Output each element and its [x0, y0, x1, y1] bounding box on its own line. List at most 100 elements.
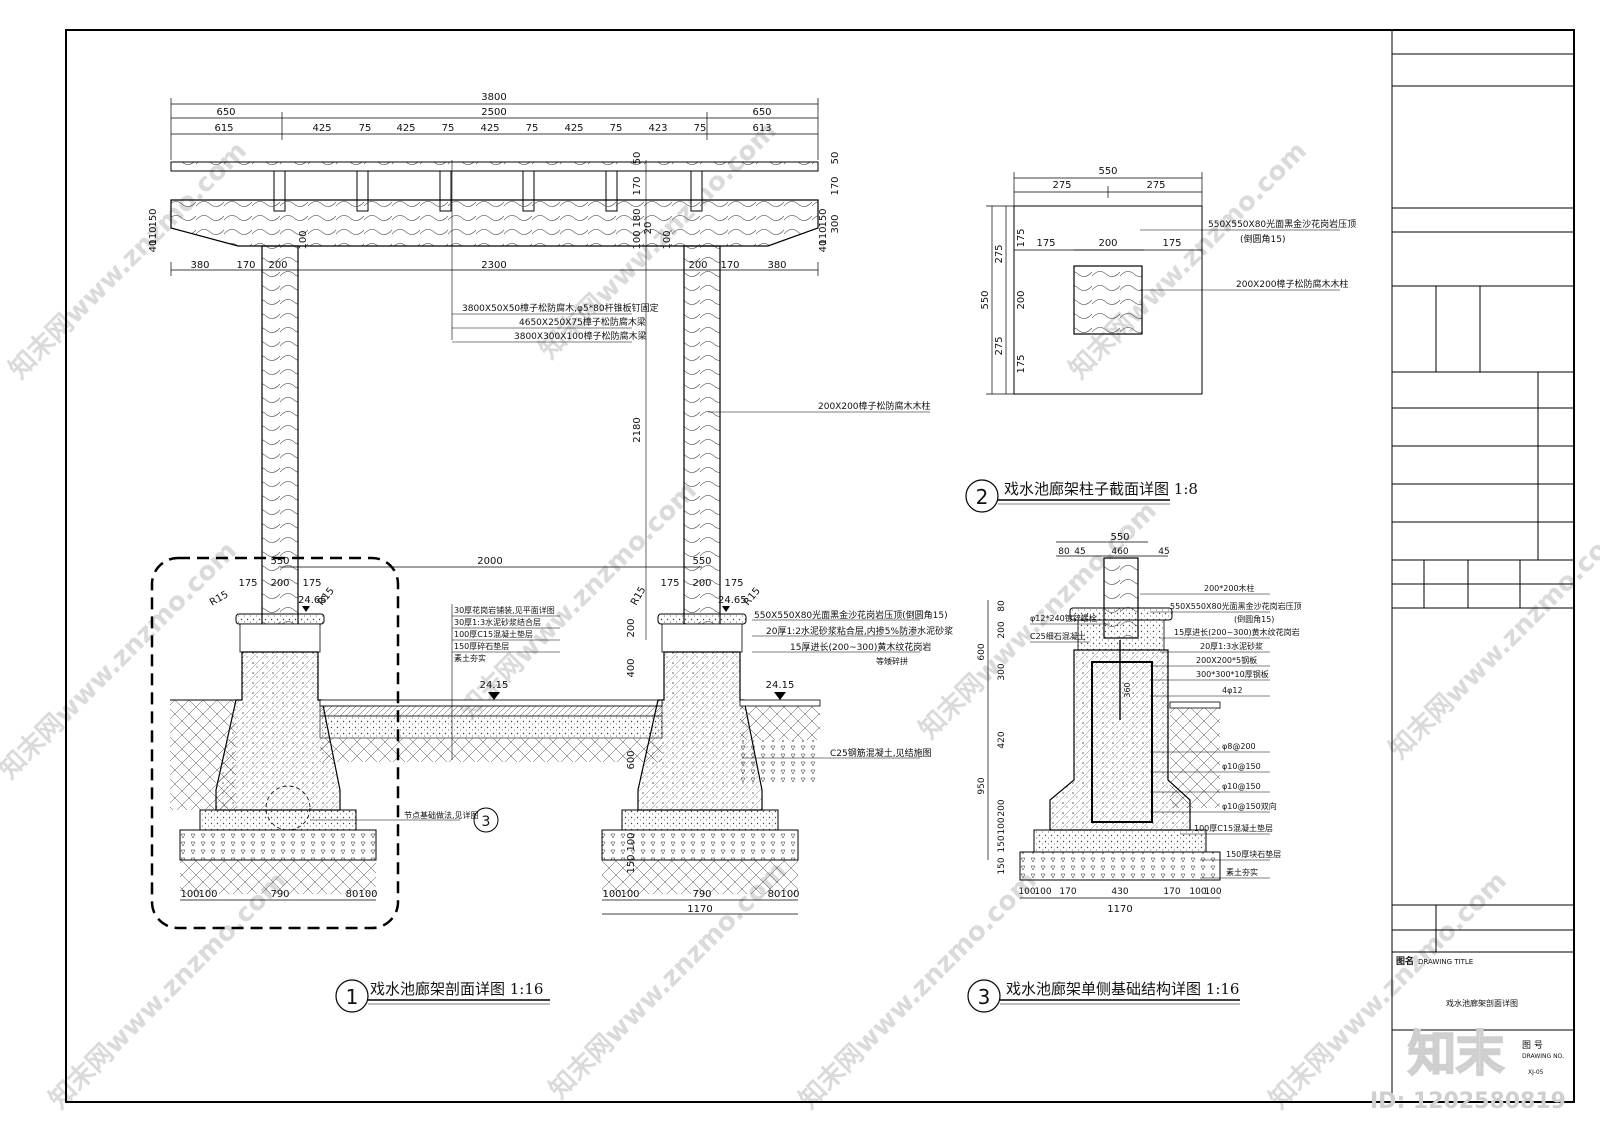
d2-dim-left-275-b: 275 — [994, 336, 1005, 355]
d3-label-14: 素土夯实 — [1226, 867, 1258, 877]
drawing-1-section: 3800 2500 650 650 615 425 75 425 75 425 … — [148, 92, 953, 1013]
label-pool-3: 100厚C15混凝土垫层 — [454, 629, 533, 639]
watermark-logo: 知末 — [1408, 1026, 1504, 1082]
dim-425: 425 — [396, 123, 415, 134]
d2-label-cap: 550X550X80光面黑金沙花岗岩压顶 — [1208, 218, 1356, 230]
d3-upper-fill — [1077, 619, 1165, 651]
dim-425: 425 — [480, 123, 499, 134]
d3-vdim-200: 200 — [997, 621, 1007, 638]
dim-423: 423 — [648, 123, 667, 134]
d3-label-7: 4φ12 — [1222, 686, 1243, 695]
d3-soil-right — [1170, 708, 1220, 808]
label-pool-2: 30厚1:3水泥砂浆结合层 — [454, 617, 541, 627]
dim-v-600: 600 — [626, 750, 637, 769]
dim-mid-170: 170 — [632, 176, 643, 195]
d2-dim-175-b: 175 — [1162, 238, 1181, 249]
dim-550-left: 550 — [270, 556, 289, 567]
label-c25: C25钢筋混凝土,见结施图 — [830, 747, 932, 759]
d3-dim-80: 80 — [1058, 547, 1070, 557]
title-block-drawing-name: 戏水池廊架剖面详图 — [1446, 998, 1518, 1008]
dim-615: 615 — [214, 123, 233, 134]
exterior-soil — [740, 706, 820, 740]
dim-side-right-110: 110 — [818, 226, 829, 245]
d2-column-section — [1073, 265, 1143, 335]
d3-label-8: φ8@200 — [1222, 742, 1256, 751]
dim-side-right-300: 300 — [830, 214, 841, 233]
dim-side-right-170: 170 — [830, 176, 841, 195]
d3-label-3: 15厚进长(200~300)黄木纹花岗岩 — [1174, 627, 1300, 637]
water-level-marker-right — [774, 692, 786, 700]
drawing-3-title: 戏水池廊架单侧基础结构详图 1:16 — [1006, 980, 1239, 998]
dim-mid-100: 100 — [632, 230, 643, 249]
dim-650-left: 650 — [216, 107, 235, 118]
pool-leader — [451, 604, 560, 760]
sheet-border — [65, 29, 1575, 1103]
title-block-drawing-no: XJ-05 — [1528, 1069, 1544, 1076]
d3-dim-550: 550 — [1110, 532, 1129, 543]
dim-2180: 2180 — [632, 417, 643, 442]
dim-side-right-150: 150 — [818, 208, 829, 227]
dim-75: 75 — [359, 123, 372, 134]
drawing-2-column-section: 550 275 275 200 175 175 550 275 275 175 … — [965, 166, 1356, 513]
d3-paving — [1169, 701, 1221, 709]
dim-v-200: 200 — [626, 618, 637, 637]
dim-r15-a: R15 — [208, 589, 231, 608]
dim-mid-100-right: 100 — [662, 230, 673, 249]
title-3-circle — [967, 979, 1001, 1013]
d3-c15-layer — [1033, 829, 1207, 853]
dim-b-100-a: 100 — [180, 889, 199, 900]
dim-2300: 2300 — [481, 260, 506, 271]
dim-b-80: 80 — [346, 889, 359, 900]
elev-marker — [302, 606, 310, 612]
d2-dimension-lines — [986, 172, 1203, 395]
dim-75: 75 — [442, 123, 455, 134]
d3-label-c25: C25细石混凝土 — [1030, 631, 1086, 641]
dim-r15-c: R15 — [629, 585, 648, 608]
d3-leaders — [1140, 593, 1270, 879]
column-left — [261, 245, 299, 647]
d3-vdim-150a: 150 — [997, 835, 1007, 852]
d2-dim-550: 550 — [1098, 166, 1117, 177]
dim-3800: 3800 — [481, 92, 506, 103]
d3-dim-460: 460 — [1111, 547, 1128, 557]
dim-2500: 2500 — [481, 107, 506, 118]
d2-label-column: 200X200樟子松防腐木木柱 — [1236, 278, 1349, 290]
water-level-label: 24.15 — [480, 680, 509, 691]
drawing-1-title: 戏水池廊架剖面详图 1:16 — [370, 980, 543, 998]
foundation-left — [179, 613, 377, 894]
title-2-number: 2 — [976, 485, 989, 509]
d3-vdim-150b: 150 — [997, 857, 1007, 874]
label-cap-2: 20厚1:2水泥砂浆粘合层,内掺5%防渗水泥砂浆 — [766, 625, 953, 637]
dim-175-b: 175 — [302, 578, 321, 589]
dim-2000: 2000 — [477, 556, 502, 567]
title-block-label-en: DRAWING TITLE — [1418, 958, 1473, 966]
d3-bdim-100-a: 100 — [1018, 887, 1035, 897]
top-slat-rail — [170, 161, 819, 172]
cap-leader — [752, 619, 920, 653]
title-block — [1391, 30, 1574, 1102]
dim-175-d: 175 — [724, 578, 743, 589]
title-3-number: 3 — [978, 985, 991, 1009]
column-right — [683, 245, 721, 647]
exterior-gravel — [740, 740, 820, 782]
dim-mid-50: 50 — [632, 152, 643, 165]
d3-label-12: 100厚C15混凝土垫层 — [1194, 823, 1273, 833]
label-beam-2: 4650X250X75樟子松防腐木梁 — [519, 316, 646, 328]
detail-highlight-box — [150, 556, 400, 930]
d3-vdim-200b: 200 — [997, 799, 1007, 816]
dim-mid-100-left: 100 — [298, 230, 309, 249]
top-dimension-lines — [170, 98, 819, 160]
label-cap-1: 550X550X80光面黑金沙花岗岩压顶(倒圆角15) — [754, 609, 948, 621]
d3-vdim-80: 80 — [997, 600, 1007, 612]
d3-dim-360: 360 — [1123, 682, 1132, 697]
d2-dim-left-175-a: 175 — [1016, 228, 1027, 247]
d3-label-0: 200*200木柱 — [1204, 583, 1255, 593]
dim-v-150: 150 — [626, 854, 637, 873]
exterior-paving — [739, 699, 821, 707]
d2-dim-175-a: 175 — [1036, 238, 1055, 249]
water-level-marker — [488, 692, 500, 700]
label-pool-5: 素土夯实 — [454, 653, 486, 663]
title-2-circle — [965, 479, 999, 513]
dim-613: 613 — [752, 123, 771, 134]
d2-dim-275-b: 275 — [1146, 180, 1165, 191]
